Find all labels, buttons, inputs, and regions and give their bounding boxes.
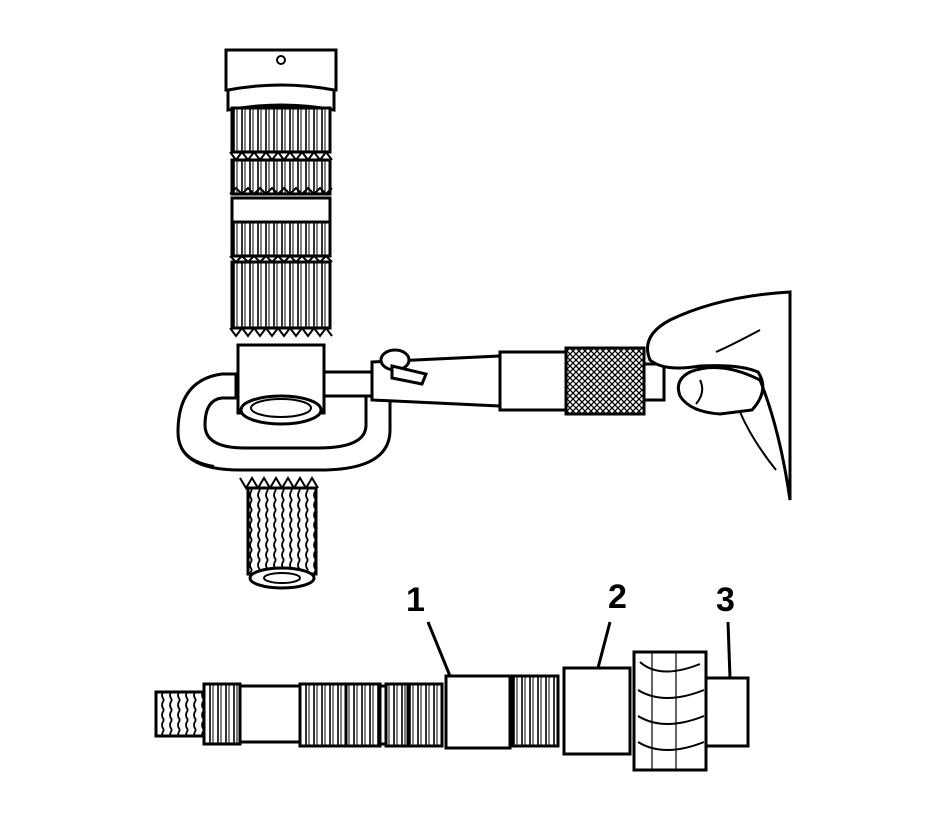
journal-2 [562,666,632,756]
leader-1 [426,621,452,677]
callout-2: 2 [608,578,627,616]
journal-1 [444,674,512,750]
leader-2 [596,621,612,669]
leader-lines [426,621,732,679]
journal-3 [704,676,750,748]
shaft-icon [154,650,750,772]
micrometer-icon [176,346,666,472]
callout-3: 3 [716,581,735,619]
leader-3 [726,621,732,679]
hand-icon [646,290,792,501]
vertical-shaft [224,48,338,590]
callout-1: 1 [406,581,425,619]
